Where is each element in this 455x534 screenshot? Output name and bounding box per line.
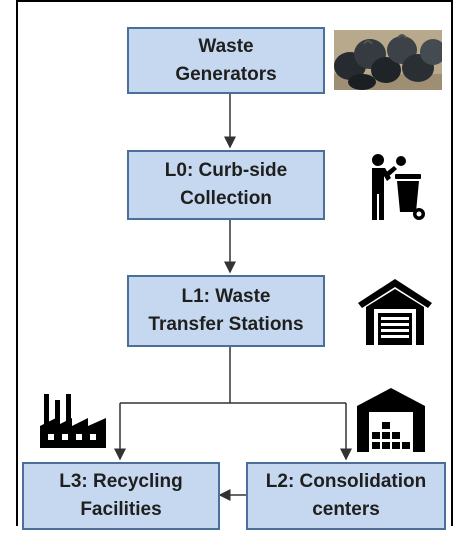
node-consolidation-centers-line2: centers	[312, 499, 380, 520]
node-recycling-facilities-line1: L3: Recycling	[59, 471, 183, 492]
node-curbside-collection-line1: L0: Curb-side	[164, 160, 288, 181]
node-recycling-facilities-line2: Facilities	[80, 499, 162, 520]
node-curbside-collection: L0: Curb-side Collection	[127, 150, 325, 220]
node-recycling-facilities: L3: Recycling Facilities	[22, 462, 220, 530]
garbage-bags-photo	[334, 30, 442, 90]
node-curbside-collection-line2: Collection	[180, 188, 272, 209]
factory-icon	[40, 394, 106, 448]
person-throwing-trash-icon	[372, 154, 425, 220]
node-transfer-stations: L1: Waste Transfer Stations	[127, 275, 325, 347]
diagram-frame	[16, 0, 453, 526]
node-consolidation-centers: L2: Consolidation centers	[246, 462, 446, 530]
node-waste-generators: Waste Generators	[127, 27, 325, 94]
node-transfer-stations-line2: Transfer Stations	[148, 314, 304, 335]
node-waste-generators-line2: Generators	[175, 63, 277, 85]
node-waste-generators-line1: Waste	[198, 35, 254, 57]
node-transfer-stations-line1: L1: Waste	[181, 286, 271, 307]
warehouse-icon	[357, 388, 425, 452]
garage-icon	[358, 279, 432, 345]
node-consolidation-centers-line1: L2: Consolidation	[265, 471, 427, 492]
